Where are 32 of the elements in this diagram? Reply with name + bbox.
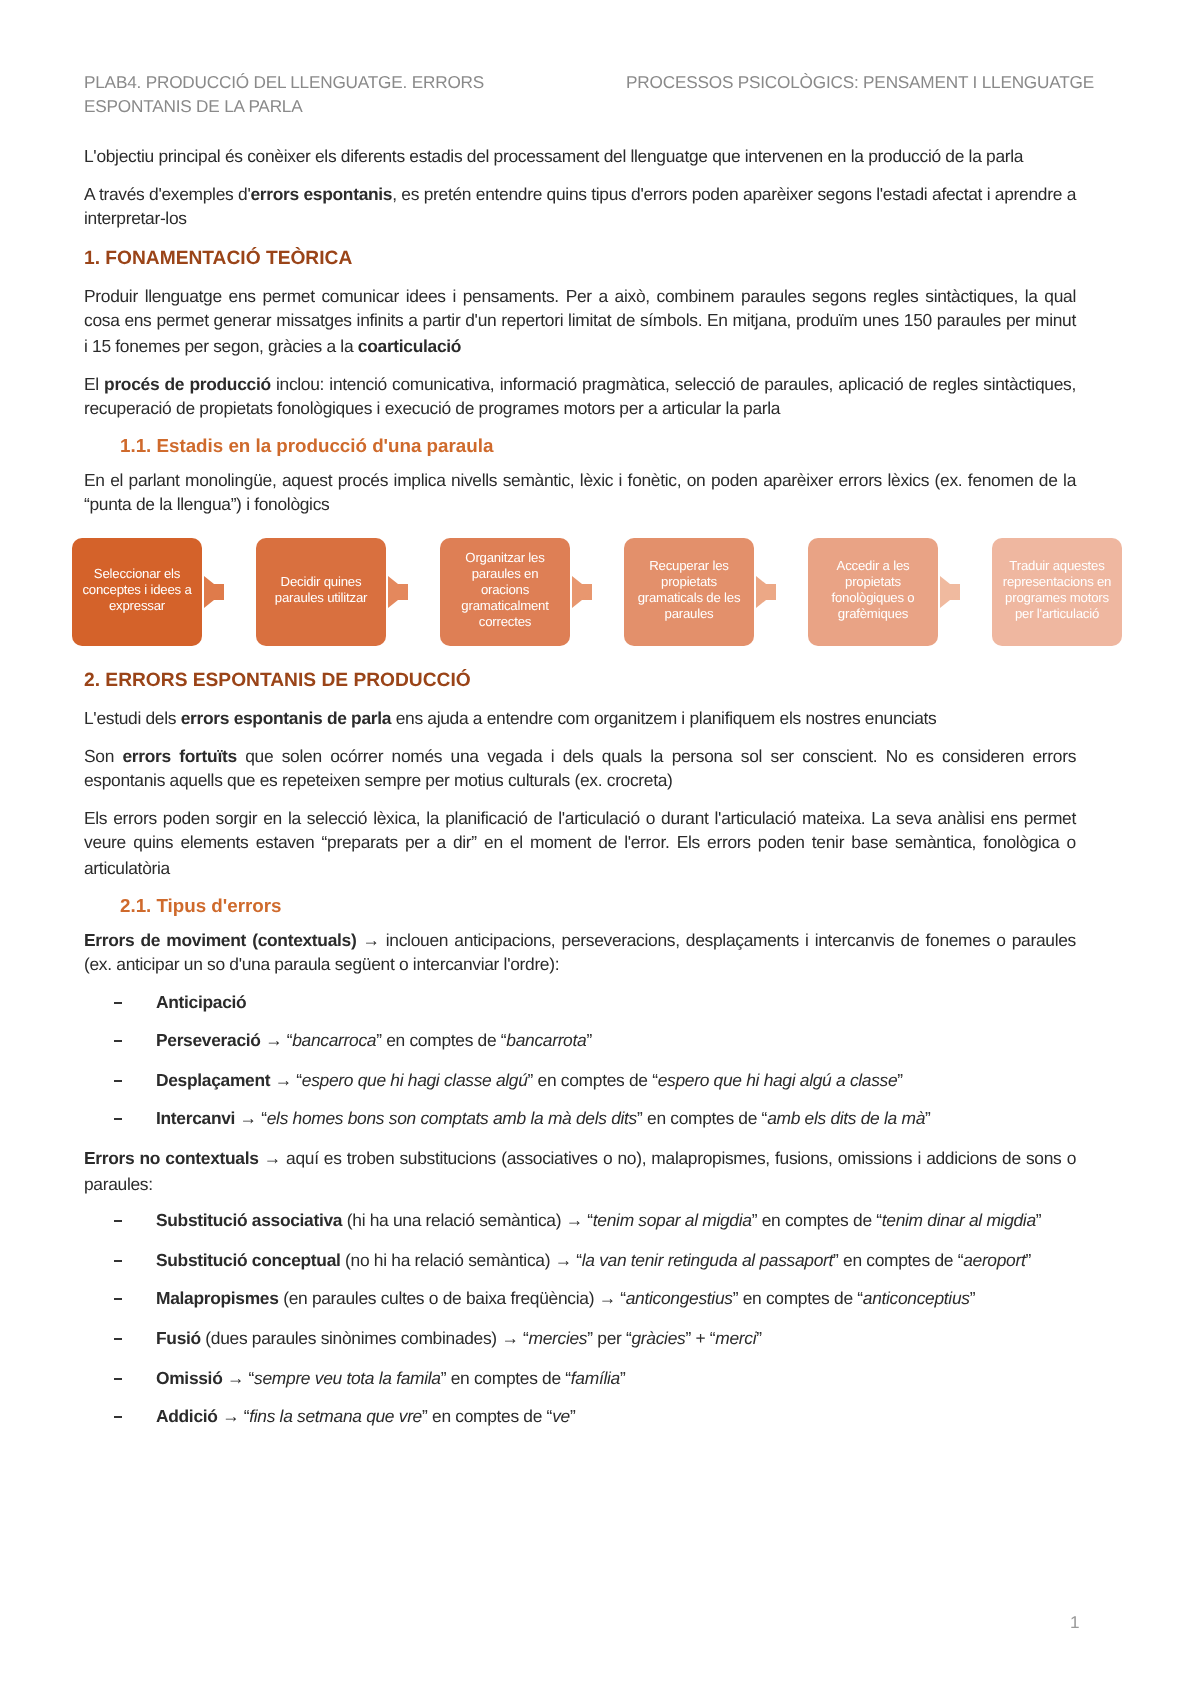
list-item: Fusió (dues paraules sinònimes combinades) → “mercies” per “gràcies” + “merci” [156,1326,764,1352]
arrow [388,575,408,608]
page-header: PROCESSOS PSICOLÒGICS: PENSAMENT I LLENGUATGE [624,70,1094,94]
page-number: 1 [1070,1612,1080,1632]
page-header: PLAB4. PRODUCCIÓ DEL LLENGUATGE. ERRORS ESPONTANIS DE LA PARLA [84,70,487,118]
arrow [940,575,960,608]
paragraph: L'objectiu principal és conèixer els diferents estadis del processament del llenguatge que intervenen en la producció de la parla [84,144,1026,170]
paragraph: L'estudi dels errors espontanis de parla ens ajuda a entendre com organitzem i planifiquem els nostres enunciats [84,705,939,732]
section-heading: 1.1. Estadis en la producció d'una paraula [120,433,496,456]
section-heading: 2.1. Tipus d'errors [120,893,284,915]
section-heading: 1. FONAMENTACIÓ TEÒRICA [84,247,355,270]
list-item: Anticipació [156,989,249,1015]
list-item: Perseveració → “bancarroca” en comptes de “bancarrota” [156,1028,594,1054]
list-item: Intercanvi → “els homes bons son comptats amb la mà dels dits” en comptes de “amb els dits de la mà” [156,1106,933,1133]
section-heading: 2. ERRORS ESPONTANIS DE PRODUCCIÓ [84,669,473,692]
paragraph: En el parlant monolingüe, aquest procés implica nivells semàntic, lèxic i fonètic, on poden aparèixer errors lèxics (ex. fenomen de la “punta de la llengua”) i fonològics [84,467,1076,518]
list-item: Substitució associativa (hi ha una relació semàntica) → “tenim sopar al migdia” en comptes de “tenim dinar al migdia” [156,1208,1044,1234]
paragraph: Errors de moviment (contextuals) → inclouen anticipacions, perseveracions, desplaçaments i intercanvis de fonemes o paraules (ex. anticipar un so d'una paraula següent o intercanviar l'ordre): [84,927,1076,978]
arrow [572,575,592,608]
arrow [204,575,224,608]
paragraph: Errors no contextuals → aquí es troben substitucions (associatives o no), malapropismes, fusions, omissions i addicions de sons o paraules: [84,1146,1076,1197]
paragraph: Produir llenguatge ens permet comunicar idees i pensaments. Per a això, combinem paraules segons regles sintàctiques, la qual cosa ens permet generar missatges infinits a partir d'un repertori limitat de símbols. En mitjana, produïm unes 150 paraules per minut i 15 fonemes per segon, gràcies a la coarticulació [84,283,1076,360]
arrow [756,575,776,608]
paragraph: Els errors poden sorgir en la selecció lèxica, la planificació de l'articulació o durant l'articulació mateixa. La seva anàlisi ens permet veure quins elements estaven “preparats per a dir” en el moment de l'error. Els errors poden tenir base semàntica, fonològica o articulatòria [84,805,1076,881]
list-item: Omissió → “sempre veu tota la famila” en comptes de “família” [156,1365,628,1391]
list-item: Substitució conceptual (no hi ha relació semàntica) → “la van tenir retinguda al passaport” en comptes de “aeroport” [156,1247,1033,1273]
list-item: Desplaçament → “espero que hi hagi classe algú” en comptes de “espero que hi hagi algú a classe” [156,1067,905,1093]
paragraph: A través d'exemples d'errors espontanis, es pretén entendre quins tipus d'errors poden aparèixer segons l'estadi afectat i aprendre a interpretar-los [84,181,1076,232]
list-item: Malapropismes (en paraules cultes o de baixa freqüència) → “anticongestius” en comptes de “anticonceptius” [156,1286,978,1313]
paragraph: El procés de producció inclou: intenció comunicativa, informació pragmàtica, selecció de paraules, aplicació de regles sintàctiques, recuperació de propietats fonològiques i execució de programes motors per a articular la parla [84,371,1076,422]
paragraph: Son errors fortuïts que solen ocórrer només una vegada i dels quals la persona sol ser conscient. No es consideren errors espontanis aquells que es repeteixen sempre per motius culturals (ex. crocreta) [84,743,1076,794]
list-item: Addició → “fins la setmana que vre” en comptes de “ve” [156,1404,578,1430]
